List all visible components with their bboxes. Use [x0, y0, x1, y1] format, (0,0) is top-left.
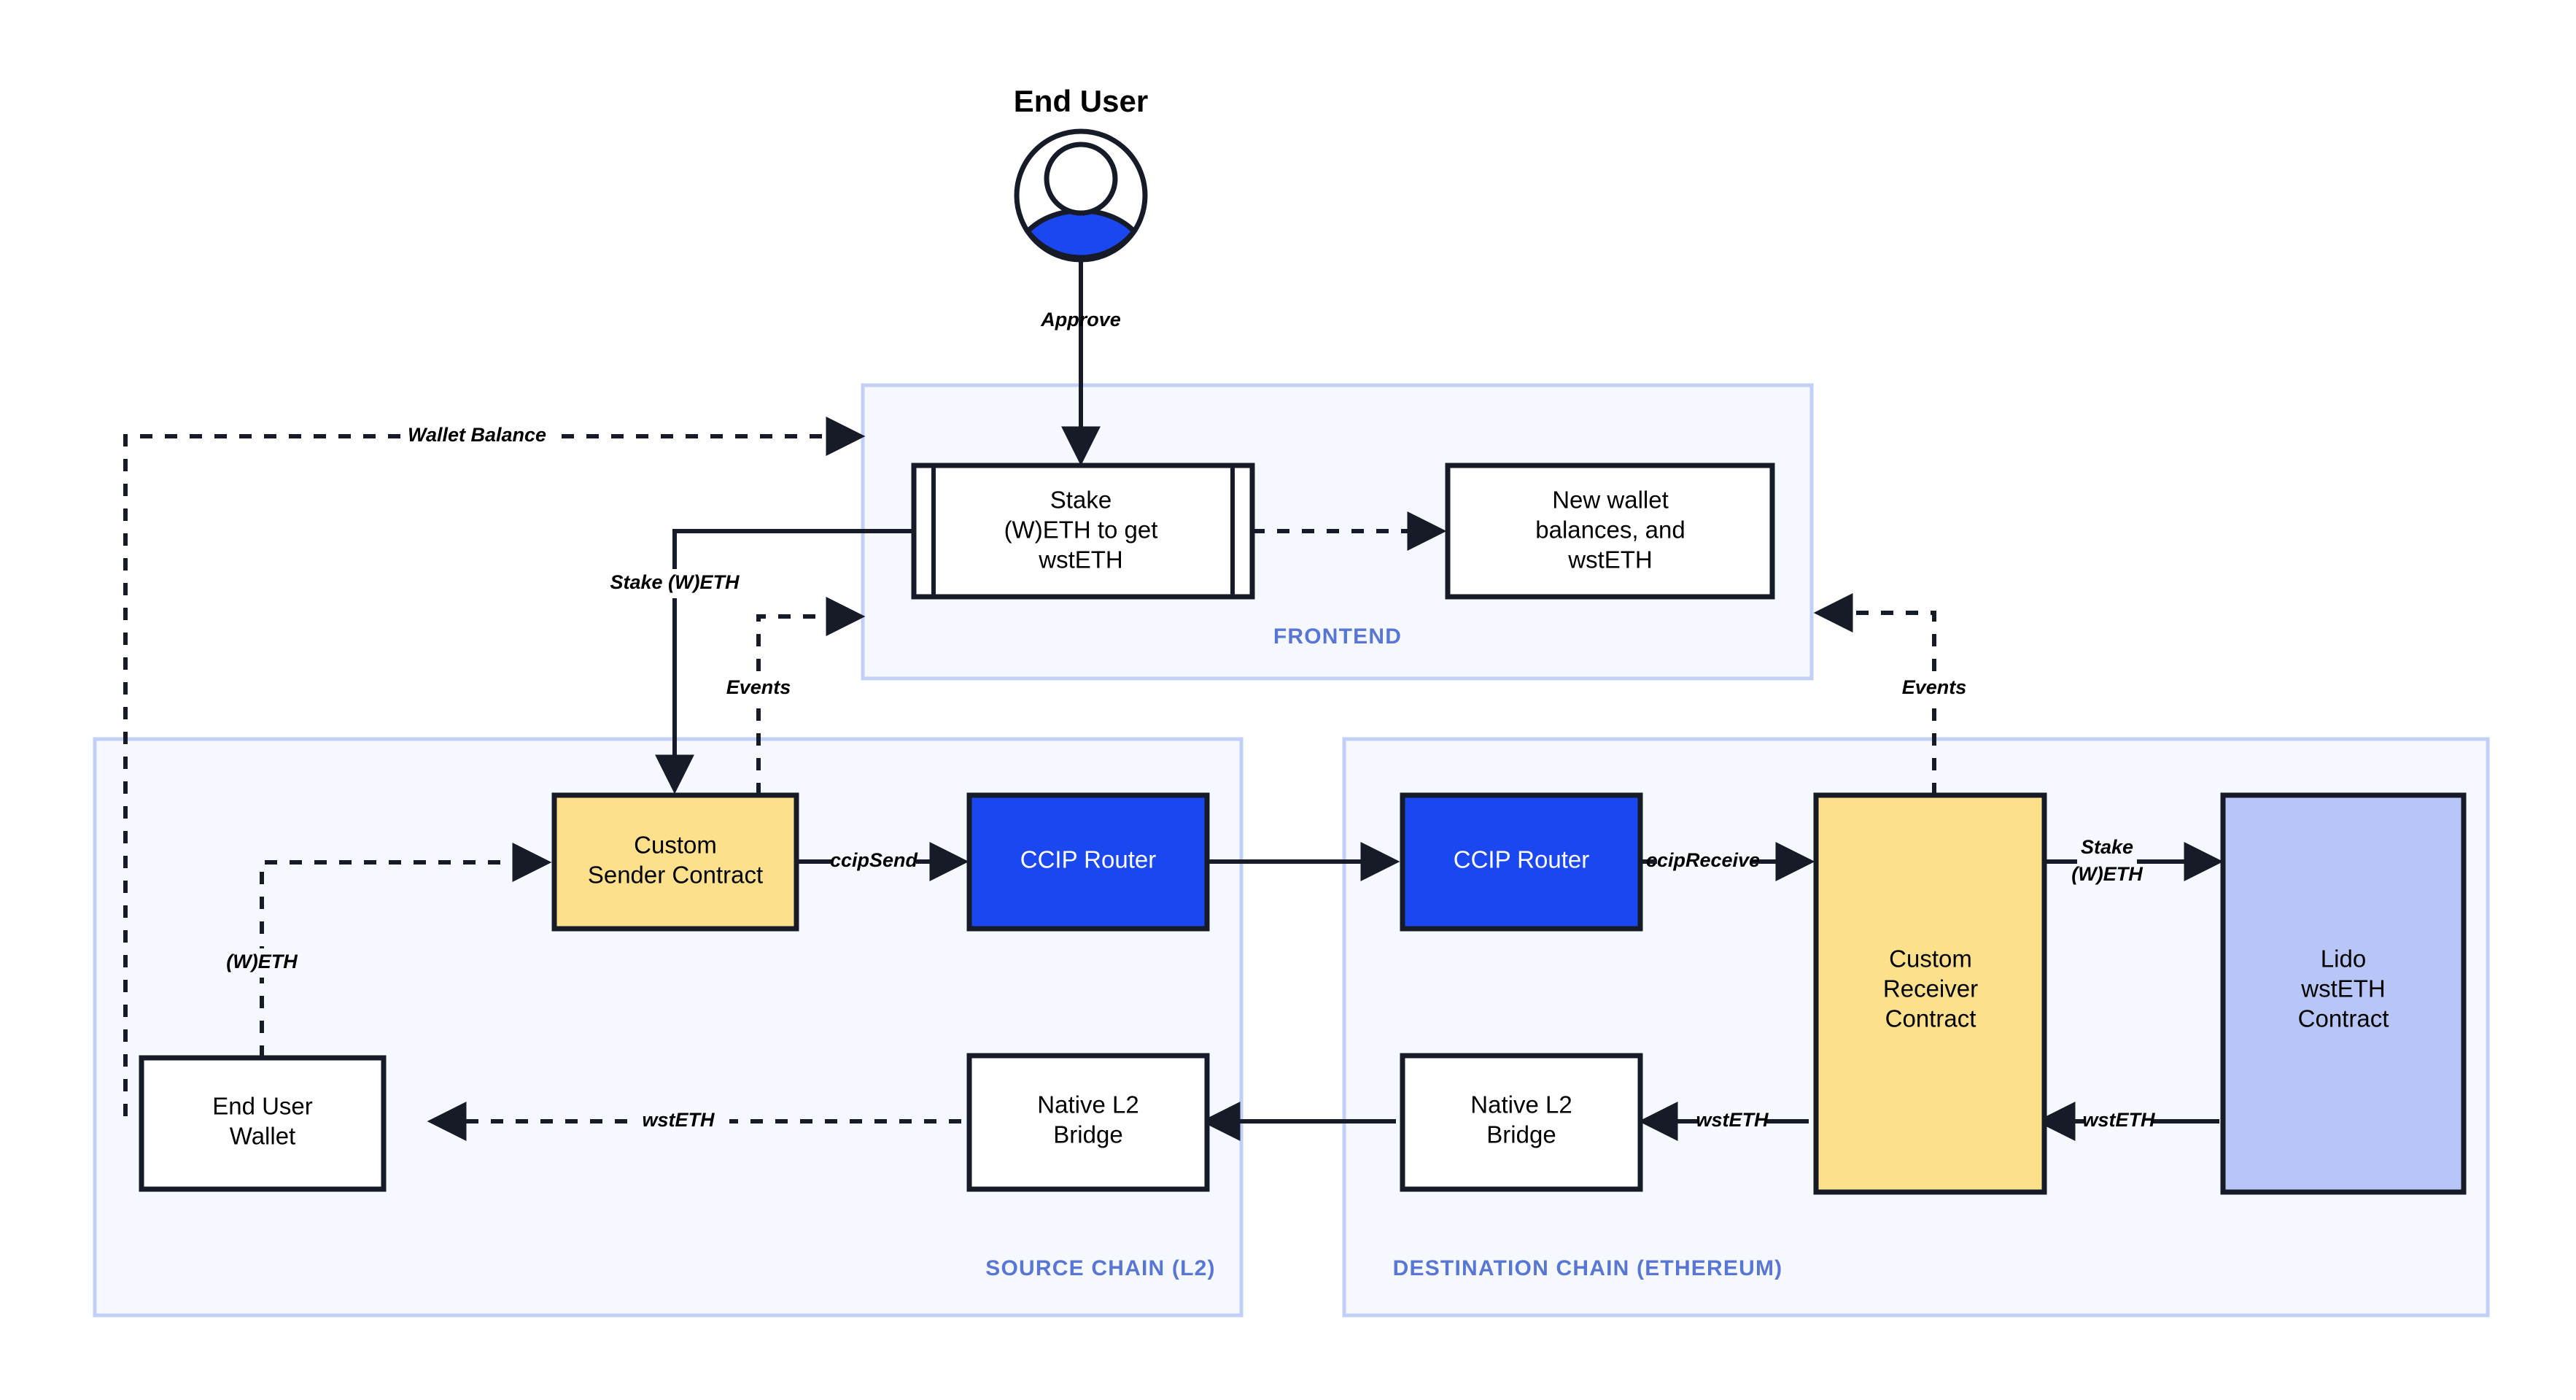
edge-events-left — [756, 597, 866, 795]
lane-label-frontend: FRONTEND — [1273, 624, 1402, 649]
node-end-user-wallet-line1: End User — [212, 1093, 313, 1120]
edge-label-ccipsend: ccipSend — [830, 849, 918, 871]
node-lido-wsteth-contract[interactable] — [2220, 792, 2467, 1195]
node-ccip-router-dest-label: CCIP Router — [1454, 846, 1589, 873]
node-lido-line2: wstETH — [2300, 975, 2386, 1002]
node-native-bridge-source-line1: Native L2 — [1037, 1091, 1138, 1118]
edge-label-layer: Approve Wallet Balance Stake (W)ETH Even… — [212, 309, 2155, 1131]
edge-label-approve: Approve — [1040, 309, 1121, 330]
node-lido-wsteth-rect — [2220, 792, 2467, 1195]
edge-label-wallet-balance: Wallet Balance — [408, 424, 546, 446]
edge-label-wsteth-dest: wstETH — [1696, 1109, 1769, 1131]
node-stake-form-line3: wstETH — [1038, 546, 1123, 573]
end-user-actor[interactable]: End User — [1014, 84, 1148, 263]
edge-label-wsteth-lido: wstETH — [2082, 1109, 2155, 1131]
node-native-bridge-dest-line1: Native L2 — [1470, 1091, 1572, 1118]
node-lido-line1: Lido — [2321, 945, 2366, 972]
edge-label-stake-weth: Stake (W)ETH — [610, 571, 740, 593]
edge-label-weth: (W)ETH — [226, 951, 298, 972]
node-custom-sender-line1: Custom — [634, 832, 717, 859]
node-native-bridge-source-rect — [966, 1053, 1210, 1192]
node-custom-receiver-line1: Custom — [1889, 945, 1972, 972]
halo-stake-weth — [598, 569, 751, 598]
node-native-bridge-dest-line2: Bridge — [1486, 1121, 1556, 1148]
end-user-title: End User — [1014, 84, 1148, 118]
node-ccip-router-dest[interactable] — [1400, 792, 1643, 932]
node-new-balances-line1: New wallet — [1552, 487, 1669, 514]
node-lido-line3: Contract — [2298, 1005, 2389, 1032]
node-end-user-wallet[interactable] — [139, 1055, 387, 1192]
halo-wallet-balance — [405, 422, 551, 451]
lane-label-destination-chain: DESTINATION CHAIN (ETHEREUM) — [1393, 1256, 1783, 1280]
node-stake-form[interactable] — [911, 463, 1255, 600]
node-ccip-router-source[interactable] — [966, 792, 1210, 932]
node-text-layer: Stake (W)ETH to get wstETH New wallet ba… — [212, 487, 2389, 1150]
halo-weth — [212, 948, 314, 978]
node-custom-sender-line2: Sender Contract — [588, 862, 763, 889]
node-new-balances-line3: wstETH — [1567, 546, 1653, 573]
node-ccip-router-source-label: CCIP Router — [1020, 846, 1156, 873]
node-new-balances-rect — [1445, 463, 1775, 600]
edge-label-events-right: Events — [1902, 676, 1967, 698]
halo-events-left — [711, 674, 806, 703]
edge-events-right — [1813, 593, 1936, 795]
edge-wallet-balance — [123, 417, 866, 1116]
edge-label-stake-dest-line2: (W)ETH — [2071, 863, 2143, 885]
user-avatar-icon — [1014, 128, 1148, 263]
node-end-user-wallet-rect — [139, 1055, 387, 1192]
node-native-bridge-source[interactable] — [966, 1053, 1210, 1192]
node-native-bridge-dest-rect — [1400, 1053, 1643, 1192]
halo-events-right — [1888, 674, 1982, 703]
node-custom-receiver-rect — [1813, 792, 2047, 1195]
node-stake-form-line1: Stake — [1050, 487, 1112, 514]
node-ccip-router-source-rect — [966, 792, 1210, 932]
edge-label-stake-dest-line1: Stake — [2081, 836, 2133, 858]
node-stake-form-rect — [911, 463, 1255, 600]
edge-label-ccipreceive: ccipReceive — [1646, 849, 1760, 871]
node-native-bridge-dest[interactable] — [1400, 1053, 1643, 1192]
node-ccip-router-dest-rect — [1400, 792, 1643, 932]
node-custom-receiver-contract[interactable] — [1813, 792, 2047, 1195]
edge-label-wsteth-source: wstETH — [642, 1109, 715, 1131]
node-new-balances-line2: balances, and — [1535, 517, 1685, 544]
node-custom-sender-contract[interactable] — [551, 792, 799, 932]
edge-label-events-left: Events — [726, 676, 791, 698]
lane-label-layer: FRONTEND SOURCE CHAIN (L2) DESTINATION C… — [985, 624, 1782, 1280]
node-custom-sender-rect — [551, 792, 799, 932]
node-end-user-wallet-line2: Wallet — [230, 1123, 295, 1150]
node-custom-receiver-line3: Contract — [1885, 1005, 1976, 1032]
node-new-balances[interactable] — [1445, 463, 1775, 600]
edge-stake-weth — [655, 529, 914, 794]
node-native-bridge-source-line2: Bridge — [1053, 1121, 1122, 1148]
node-stake-form-line2: (W)ETH to get — [1004, 517, 1158, 544]
node-custom-receiver-line2: Receiver — [1883, 975, 1978, 1002]
lane-label-source-chain: SOURCE CHAIN (L2) — [985, 1256, 1215, 1280]
